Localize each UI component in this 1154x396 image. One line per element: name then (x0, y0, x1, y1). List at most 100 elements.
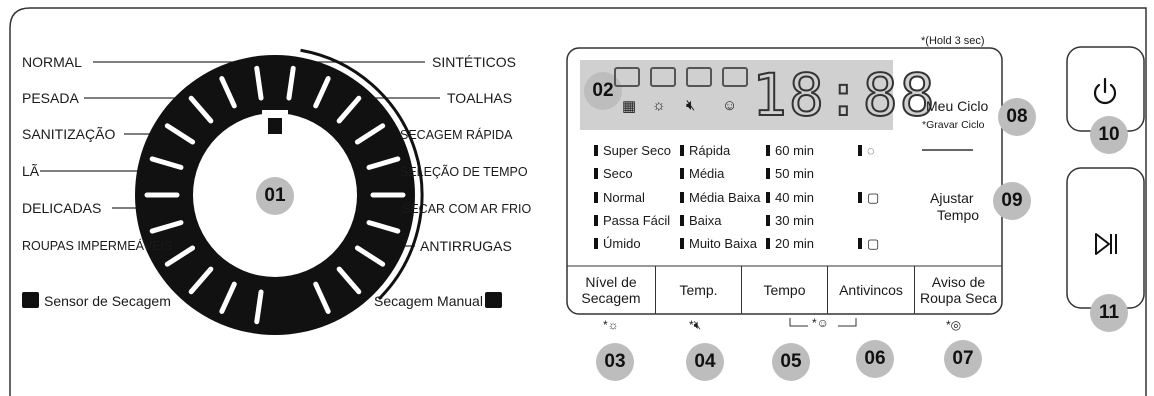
program-normal[interactable]: NORMAL (22, 54, 82, 70)
dial-tick (164, 245, 196, 267)
dial-tick (354, 123, 386, 145)
garment-icons (614, 67, 748, 87)
dry-sensor-icon (22, 292, 39, 308)
mute-hold-hint: *🔇︎ (689, 318, 701, 333)
lamp-hint-icon: ☼ (607, 318, 619, 332)
aviso-line2: Roupa Seca (919, 290, 998, 306)
nivel-option: Seco (594, 166, 633, 181)
manual-dry-icon (485, 292, 502, 308)
ajustar-label-2[interactable]: Tempo (937, 207, 980, 223)
tempo-option: 30 min (766, 213, 814, 228)
dial-tick (313, 76, 331, 109)
temp-option: Muito Baixa (680, 236, 757, 251)
program-secar-com-ar-frio[interactable]: SECAR COM AR FRIO (402, 202, 532, 216)
dial-tick (366, 156, 401, 170)
program-antirrugas[interactable]: ANTIRRUGAS (420, 238, 512, 254)
aviso-line1: Aviso de (931, 274, 986, 290)
lamp-star: * (603, 318, 608, 332)
antivincos-label: Antivincos (839, 282, 903, 298)
play-pause-icon (1095, 233, 1117, 255)
nivel-option: Super Seco (594, 143, 671, 158)
nivel-option: Normal (594, 190, 645, 205)
garment-indicator-2: ▢ (858, 236, 879, 251)
temp-button[interactable]: Temp. (656, 266, 742, 314)
tempo-option: 50 min (766, 166, 814, 181)
lamp-icon: ☼ (652, 97, 666, 114)
temp-option: Média (680, 166, 724, 181)
dial-tick (336, 266, 362, 295)
dry-level-icon-1 (614, 67, 640, 87)
wrinkle-prevent-indicator: ◌ (858, 143, 875, 158)
callout-03: 03 (596, 343, 634, 381)
meu-ciclo-label[interactable]: Meu Ciclo (926, 98, 989, 114)
antivincos-button[interactable]: Antivincos (828, 266, 915, 314)
hold-note: *(Hold 3 sec) (921, 35, 985, 47)
dial-tick (336, 95, 362, 124)
callout-01: 01 (256, 177, 294, 215)
ajustar-label-1[interactable]: Ajustar (930, 190, 974, 206)
tempo-button[interactable]: Tempo (742, 266, 828, 314)
temp-label: Temp. (679, 282, 718, 298)
child-lock-icon: ☺ (722, 97, 738, 114)
nivel-option: Passa Fácil (594, 213, 670, 228)
temp-option: Rápida (680, 143, 730, 158)
dial-tick (188, 266, 214, 295)
mute-icon: 🔇︎ (686, 97, 696, 114)
mute-star: * (689, 318, 694, 332)
manual-label: Secagem Manual (374, 293, 483, 309)
callout-08: 08 (998, 98, 1036, 136)
program-pesada[interactable]: PESADA (22, 90, 79, 106)
program-sanitizacao[interactable]: SANITIZAÇÃO (22, 126, 116, 142)
program-toalhas[interactable]: TOALHAS (447, 90, 513, 106)
lamp-hold-hint: *☼ (603, 318, 619, 332)
lock-star: * (812, 316, 817, 330)
program-selecao-de-tempo[interactable]: SELEÇÃO DE TEMPO (400, 165, 528, 179)
sensor-label: Sensor de Secagem (44, 293, 171, 309)
callout-11: 11 (1090, 294, 1128, 332)
temp-option: Média Baixa (680, 190, 761, 205)
dial-tick (254, 289, 264, 325)
grid-icon: ▦ (622, 98, 637, 115)
tempo-option: 60 min (766, 143, 814, 158)
program-la[interactable]: LÃ (22, 163, 40, 179)
dry-level-icon-4 (722, 67, 748, 87)
aviso-hold-hint: *◎ (946, 318, 961, 332)
dial-tick (254, 65, 264, 101)
nivel-line1: Nível de (585, 274, 637, 290)
tempo-option: 20 min (766, 236, 814, 251)
power-icon (1093, 77, 1117, 105)
callout-10: 10 (1090, 116, 1128, 154)
program-delicadas[interactable]: DELICADAS (22, 200, 102, 216)
dial-tick (149, 156, 184, 170)
start-pause-button[interactable] (1066, 167, 1145, 309)
dial-tick (354, 245, 386, 267)
callout-07: 07 (944, 340, 982, 378)
callout-09: 09 (993, 182, 1031, 220)
dry-level-icon-2 (650, 67, 676, 87)
dial-tick (219, 281, 237, 314)
time-display: 18:88 (751, 60, 937, 130)
temp-option: Baixa (680, 213, 722, 228)
program-sinteticos[interactable]: SINTÉTICOS (432, 54, 517, 70)
dial-tick (219, 76, 237, 109)
callout-05: 05 (772, 343, 810, 381)
mute-hint-icon: 🔇︎ (693, 318, 702, 332)
gravar-ciclo-label: *Gravar Ciclo (922, 119, 985, 131)
aviso-hint-icon: ◎ (950, 318, 962, 332)
garment-indicator-1: ▢ (858, 190, 879, 205)
program-roupas-impermeaveis[interactable]: ROUPAS IMPERMEÁVEIS (22, 239, 173, 253)
child-lock-hold-hint: *☺ (812, 316, 829, 330)
dial-tick (149, 220, 184, 234)
program-secagem-rapida[interactable]: SECAGEM RÁPIDA (400, 128, 513, 142)
nivel-option: Úmido (594, 236, 641, 251)
tempo-label: Tempo (763, 282, 806, 298)
lock-hint-icon: ☺ (816, 316, 829, 330)
callout-06: 06 (856, 340, 894, 378)
nivel-line2: Secagem (581, 290, 641, 306)
dial-tick (286, 65, 296, 101)
